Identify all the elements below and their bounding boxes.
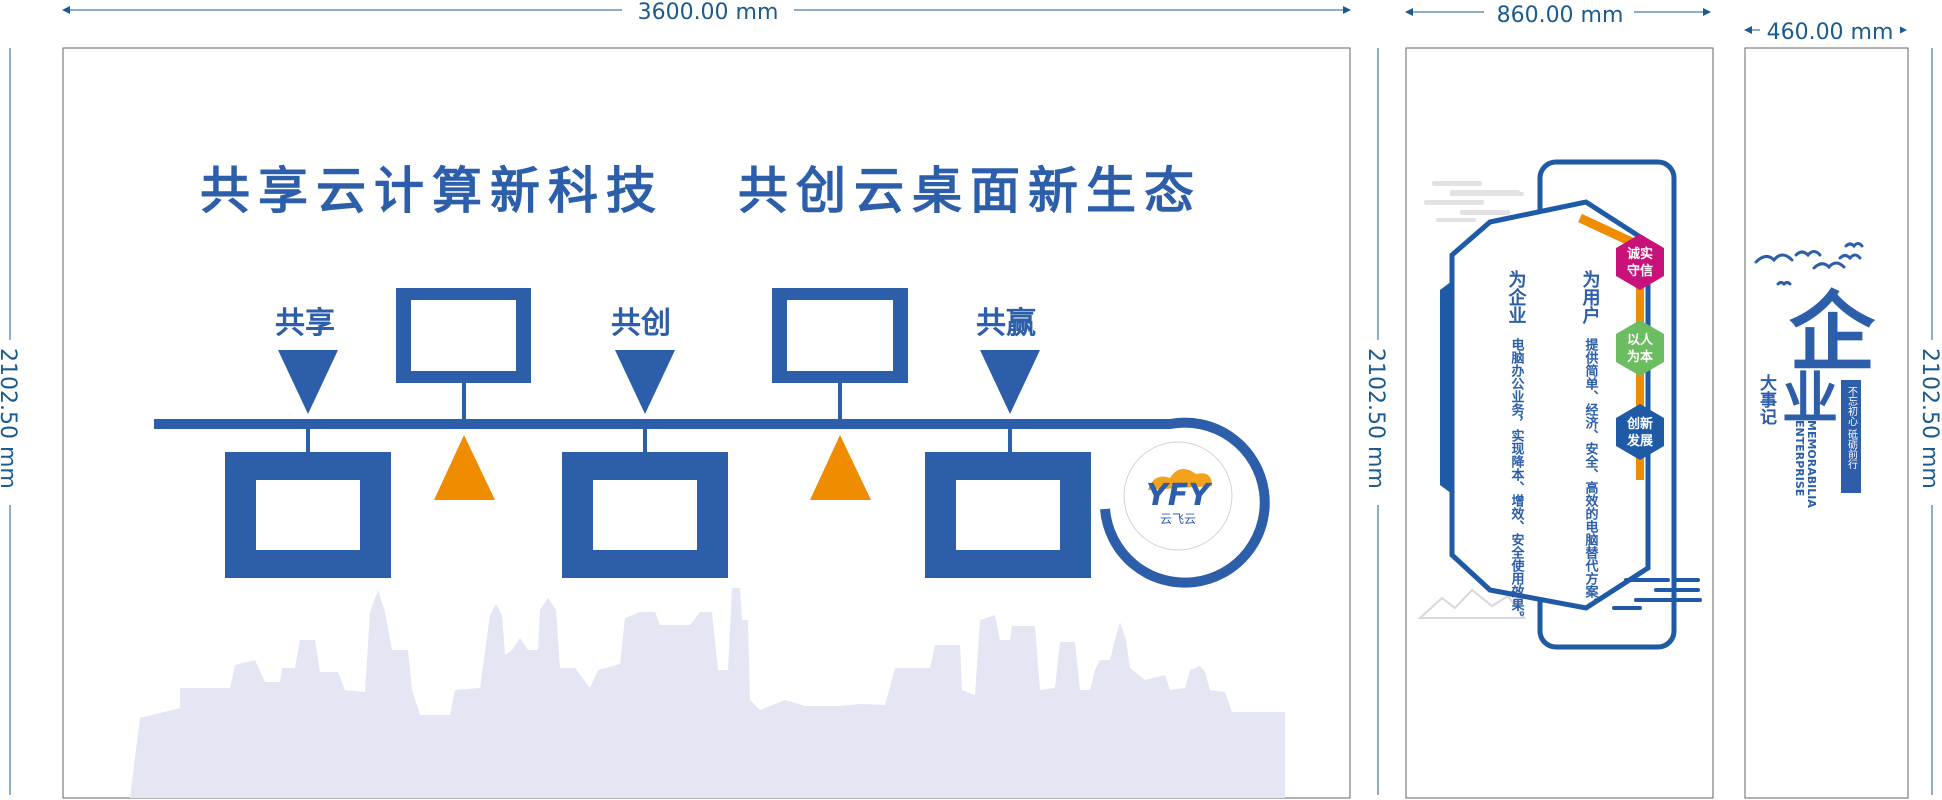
big-char-enterprise: 企 — [1789, 282, 1876, 383]
panel1-width-label: 3600.00 mm — [638, 0, 779, 25]
panel-memorabilia: 企 业 大事记 ENTERPRISE MEMORABILIA 不忘初心 砥砺前行 — [1744, 47, 1909, 799]
photo-frame-bottom-3 — [925, 452, 1091, 578]
svg-text:以人: 以人 — [1627, 332, 1654, 348]
svg-text:ENTERPRISE: ENTERPRISE — [1793, 420, 1806, 496]
badge-honesty: 诚实 守信 — [1616, 234, 1664, 290]
hexagon-frame — [1449, 199, 1651, 611]
timeline-connectors — [306, 378, 1012, 452]
photo-frame-top-2 — [772, 288, 908, 383]
english-title: ENTERPRISE MEMORABILIA — [1793, 420, 1818, 508]
badge-people-oriented: 以人 为本 — [1616, 320, 1664, 376]
photo-frame-top-1 — [396, 288, 531, 383]
cloud-decoration — [1424, 181, 1524, 222]
marker-down-triangle-1 — [278, 350, 338, 414]
badge-innovation: 创新 发展 — [1616, 404, 1664, 460]
values-col2-body: 电脑办公业务，实现降本、增效、安全使用效果。 — [1509, 337, 1526, 624]
marker-up-triangle-1 — [434, 435, 495, 500]
timeline-line — [154, 417, 1270, 588]
timeline-label-create: 共创 — [611, 306, 671, 341]
logo-name: 云飞云 — [1160, 512, 1196, 526]
values-col1-body-a: 提供简单、经济、安全、高效的电脑替代方案。 — [1583, 337, 1600, 611]
company-logo: YFY 云飞云 — [1123, 441, 1233, 551]
motto-text: 不忘初心 砥砺前行 — [1846, 386, 1858, 470]
memorabilia-subtitle: 大事记 — [1756, 373, 1777, 425]
city-skyline-silhouette — [130, 588, 1285, 798]
svg-text:守信: 守信 — [1627, 263, 1653, 279]
height-left-label: 2102.50 mm — [0, 348, 20, 489]
svg-text:MEMORABILIA: MEMORABILIA — [1805, 420, 1818, 508]
height-mid-label: 2102.50 mm — [1363, 348, 1388, 489]
panel2-width-label: 860.00 mm — [1497, 3, 1624, 28]
svg-text:诚实: 诚实 — [1627, 246, 1653, 262]
photo-frame-bottom-1 — [225, 452, 391, 578]
big-char-industry: 业 — [1782, 366, 1838, 432]
logo-mark: YFY — [1146, 478, 1213, 513]
svg-text:发展: 发展 — [1626, 433, 1654, 449]
wave-decoration — [1612, 578, 1702, 610]
panel3-width-label: 460.00 mm — [1767, 20, 1894, 45]
values-col1-head: 为用户 — [1580, 269, 1601, 325]
mountain-decoration — [1417, 588, 1526, 619]
motto-bar — [1841, 380, 1861, 493]
marker-down-triangle-2 — [615, 350, 675, 414]
timeline-label-share: 共享 — [275, 306, 335, 341]
slogan-right: 共创云桌面新生态 — [738, 161, 1202, 220]
marker-down-triangle-3 — [980, 350, 1040, 414]
marker-up-triangle-2 — [810, 435, 871, 500]
values-col2-head: 为企业 — [1506, 269, 1528, 324]
height-right-label: 2102.50 mm — [1917, 348, 1942, 489]
photo-frame-bottom-2 — [562, 452, 728, 578]
panel-values: 诚实 守信 以人 为本 创新 发展 为用户 提供简单、经济、安全、高效的电脑替代… — [1405, 47, 1714, 799]
svg-text:为本: 为本 — [1627, 349, 1653, 365]
slogan-left: 共享云计算新科技 — [200, 161, 664, 220]
timeline-label-win: 共赢 — [976, 306, 1036, 341]
svg-text:创新: 创新 — [1626, 416, 1653, 432]
panel-main-timeline: 共享云计算新科技 共创云桌面新生态 共享 共创 共赢 — [62, 47, 1351, 799]
birds-decoration — [1754, 242, 1864, 287]
